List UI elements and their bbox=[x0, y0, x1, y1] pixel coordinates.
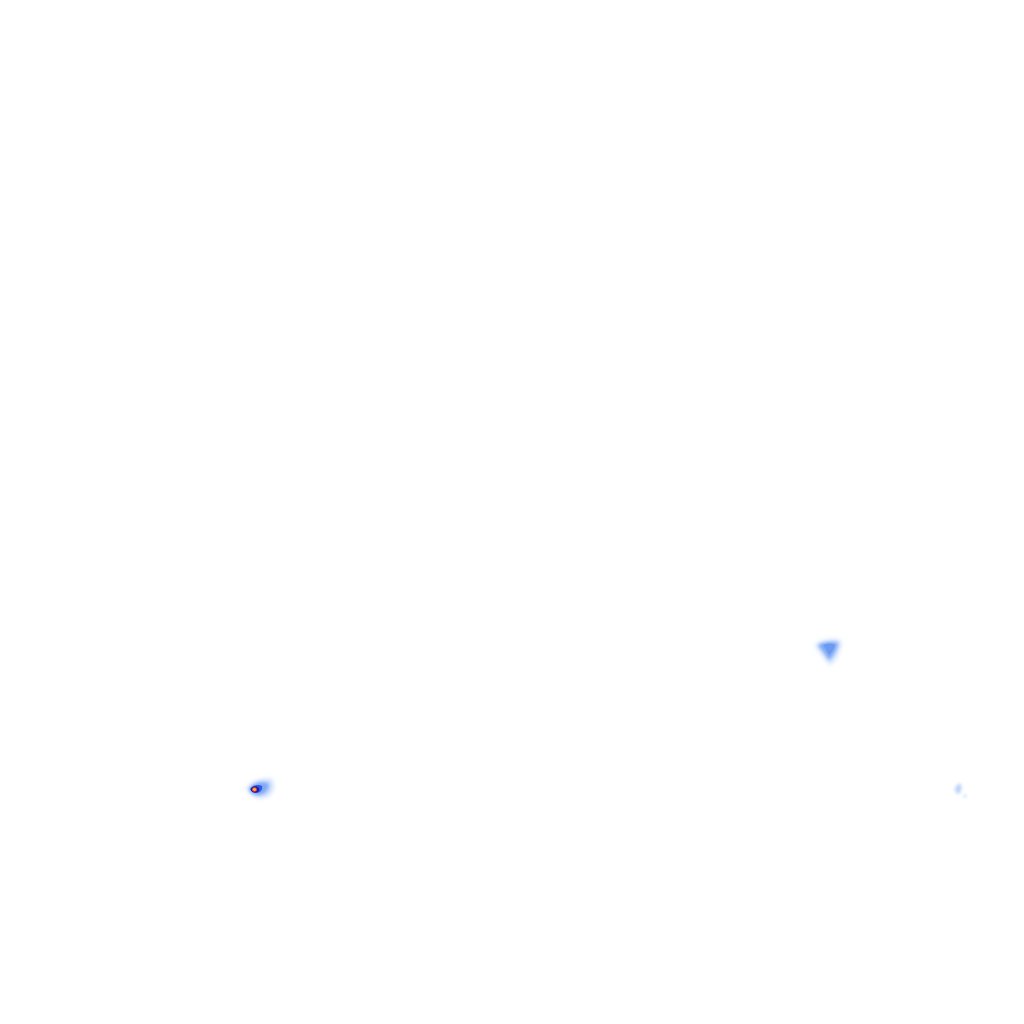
echo-east-core bbox=[823, 643, 835, 655]
echo-far-east-light bbox=[955, 783, 962, 794]
echo-east bbox=[815, 639, 841, 665]
echo-west bbox=[247, 778, 274, 798]
echo-far-east-speck bbox=[963, 794, 967, 798]
echo-far-east bbox=[955, 783, 967, 798]
echo-west-peak bbox=[253, 788, 256, 791]
